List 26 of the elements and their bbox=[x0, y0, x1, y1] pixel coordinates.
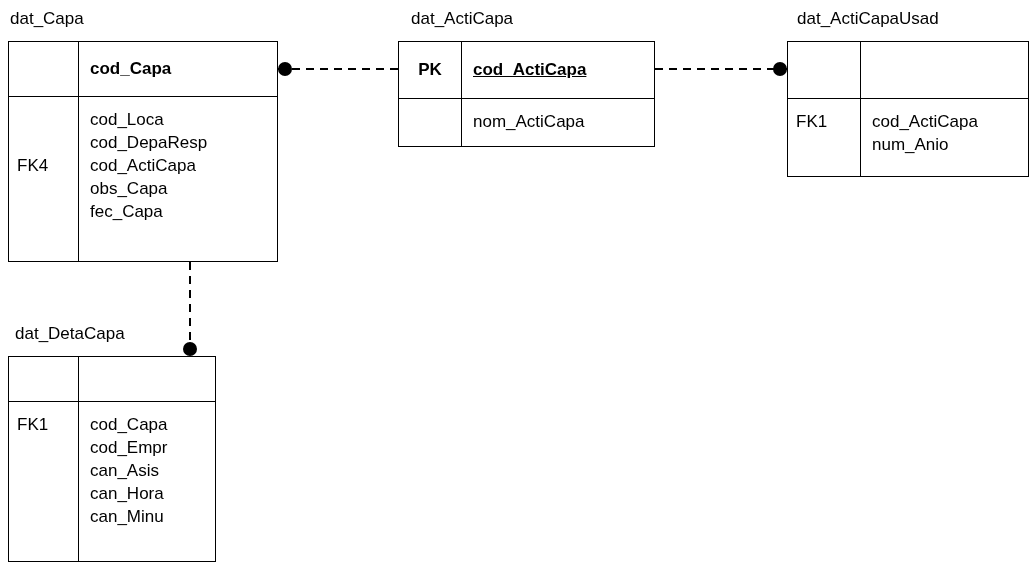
field-name: cod_DepaResp bbox=[90, 132, 208, 154]
relationship-line bbox=[183, 261, 197, 357]
primary-key-field: cod_Capa bbox=[90, 56, 172, 82]
field-name: cod_ActiCapa bbox=[90, 155, 197, 177]
table-name: dat_ActiCapa bbox=[411, 8, 514, 30]
table-name: dat_DetaCapa bbox=[15, 323, 125, 345]
relationship-line bbox=[277, 62, 399, 76]
field-name: cod_Loca bbox=[90, 109, 165, 131]
field-name: cod_Capa bbox=[90, 414, 168, 436]
primary-key-field: cod_ActiCapa bbox=[473, 57, 587, 83]
field-name: nom_ActiCapa bbox=[473, 111, 585, 133]
field-name: num_Anio bbox=[872, 134, 950, 156]
field-name: can_Asis bbox=[90, 460, 160, 482]
key-marker: FK1 bbox=[17, 414, 49, 436]
field-name: cod_ActiCapa bbox=[872, 111, 978, 133]
table-name: dat_ActiCapaUsad bbox=[797, 8, 939, 30]
field-name: can_Minu bbox=[90, 506, 165, 528]
field-name: obs_Capa bbox=[90, 178, 169, 200]
field-name: fec_Capa bbox=[90, 201, 164, 223]
key-marker: PK bbox=[418, 59, 442, 82]
table-name: dat_Capa bbox=[10, 8, 84, 30]
field-name: cod_Empr bbox=[90, 437, 168, 459]
field-name: can_Hora bbox=[90, 483, 165, 505]
relationship-line bbox=[654, 62, 788, 76]
key-marker: FK1 bbox=[796, 111, 828, 133]
key-marker: FK4 bbox=[17, 155, 49, 177]
